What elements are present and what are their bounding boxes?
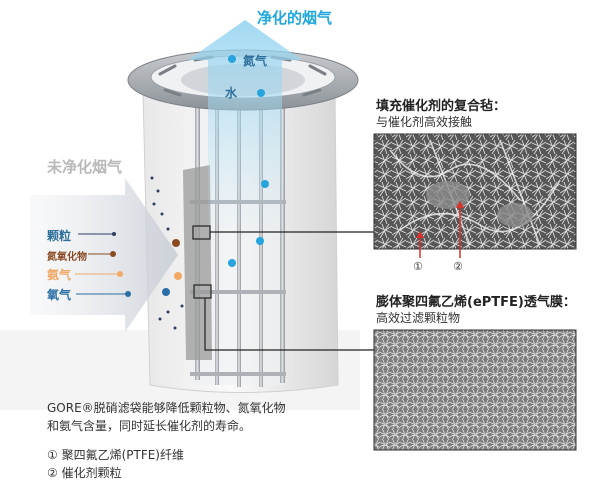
caption-line-1: GORE®脱硝滤袋能够降低颗粒物、氮氧化物: [47, 401, 286, 415]
raw-gas-oxygen-label: 氧气: [47, 288, 72, 302]
membrane-leader-line: [204, 298, 374, 351]
callout-number-1: ①: [413, 260, 423, 273]
clean-gas-nitrogen-label: 氮气: [243, 54, 268, 68]
legend-item-2: ② 催化剂颗粒: [47, 466, 122, 480]
membrane-micrograph: [373, 329, 577, 451]
clean-gas-arrow: [188, 20, 302, 240]
membrane-heading: 膨体聚四氟乙烯(ePTFE)透气膜：: [376, 295, 576, 310]
bag-wall-cutaway: [183, 165, 212, 360]
callout-number-2: ②: [453, 260, 463, 273]
felt-micrograph: [373, 133, 577, 258]
incoming-particles: [150, 176, 184, 330]
raw-gas-particles-label: 颗粒: [47, 229, 72, 243]
raw-gas-arrow: [30, 178, 178, 332]
clean-gas-title: 净化的烟气: [257, 9, 333, 27]
clean-gas-water-label: 水: [225, 86, 238, 100]
legend-item-1: ① 聚四氟乙烯(PTFE)纤维: [47, 448, 184, 462]
raw-gas-nox-label: 氮氧化物: [47, 252, 87, 263]
raw-gas-ammonia-label: 氨气: [47, 268, 72, 282]
membrane-callout-box: [193, 284, 212, 299]
clean-gas-dots: [228, 55, 269, 267]
membrane-subheading: 高效过滤颗粒物: [376, 311, 461, 325]
felt-heading: 填充催化剂的复合毡：: [376, 99, 507, 114]
raw-gas-title: 未净化烟气: [47, 158, 123, 176]
legend-markers: [75, 232, 131, 297]
felt-subheading: 与催化剂高效接触: [376, 115, 473, 129]
caption-line-2: 和氨气含量，同时延长催化剂的寿命。: [47, 419, 252, 433]
